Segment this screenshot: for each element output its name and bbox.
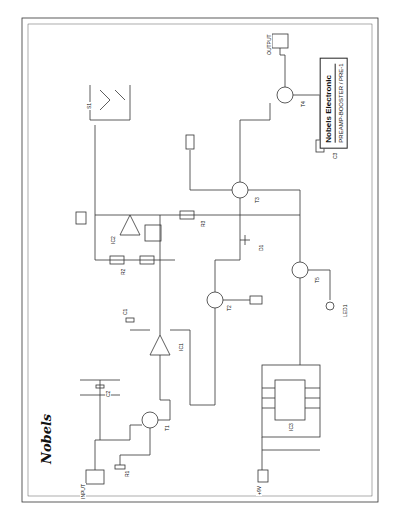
wire (80, 380, 120, 440)
transistor-symbol (292, 262, 308, 278)
wire (130, 215, 215, 405)
part-ref: C2 (105, 390, 111, 398)
ic-body (275, 380, 305, 420)
wire (158, 355, 170, 420)
part-ref: IC3 (288, 422, 294, 432)
resistor-symbol (250, 296, 262, 304)
capacitor-symbol (96, 385, 104, 388)
part-ref: T5 (314, 276, 320, 284)
wire (190, 103, 300, 262)
opamp-symbol (120, 215, 140, 235)
input-jack (86, 470, 104, 484)
resistor-symbol (110, 256, 124, 264)
capacitor-symbol (126, 318, 134, 322)
part-ref: S1 (86, 102, 92, 110)
part-ref: T2 (226, 304, 232, 312)
logo: Nobels (40, 413, 54, 465)
output-jack (272, 34, 288, 48)
drawing-title: PREAMP-BOOSTER / PRE-1 (335, 64, 344, 143)
wire (120, 428, 150, 465)
trimmer-symbol (76, 212, 86, 224)
potentiometer-symbol (145, 225, 161, 241)
wire (300, 270, 330, 365)
part-ref: D1 (258, 244, 264, 252)
resistor-symbol (140, 256, 154, 264)
part-ref: R2 (120, 268, 126, 276)
switch-symbol (90, 85, 130, 215)
wire (262, 388, 320, 470)
part-ref: T3 (254, 196, 260, 204)
part-ref: C3 (332, 152, 338, 160)
wire (95, 215, 300, 260)
part-ref: LED1 (342, 303, 348, 318)
transistor-symbol (232, 182, 248, 198)
wire (95, 425, 142, 470)
resistor-symbol (180, 211, 194, 219)
net-label: +9V (256, 485, 262, 496)
company-name: Nobels Electronic (324, 64, 333, 143)
part-ref: C1 (122, 308, 128, 316)
sheet-frame (28, 24, 372, 496)
part-ref: R1 (124, 470, 130, 478)
resistor-symbol (115, 465, 125, 469)
transistor-symbol (142, 412, 158, 428)
part-ref: IC2 (110, 235, 116, 245)
part-ref: IC1 (178, 342, 184, 352)
jack-label: INPUT (80, 483, 86, 500)
led-symbol (326, 302, 334, 310)
title-block: Nobels ElectronicPREAMP-BOOSTER / PRE-1 (320, 58, 348, 149)
resistor-symbol (186, 135, 194, 149)
power-jack (258, 470, 268, 482)
wire (215, 198, 250, 300)
part-ref: T1 (164, 424, 170, 432)
transistor-symbol (207, 292, 223, 308)
part-ref: R3 (200, 220, 206, 228)
sheet-frame (22, 18, 378, 502)
part-ref: T4 (300, 100, 306, 108)
wire (280, 48, 320, 140)
ic-block (262, 365, 320, 437)
transistor-symbol (277, 87, 293, 103)
diode-symbol (240, 235, 250, 245)
jack-label: OUTPUT (266, 33, 272, 56)
opamp-symbol (150, 335, 170, 355)
